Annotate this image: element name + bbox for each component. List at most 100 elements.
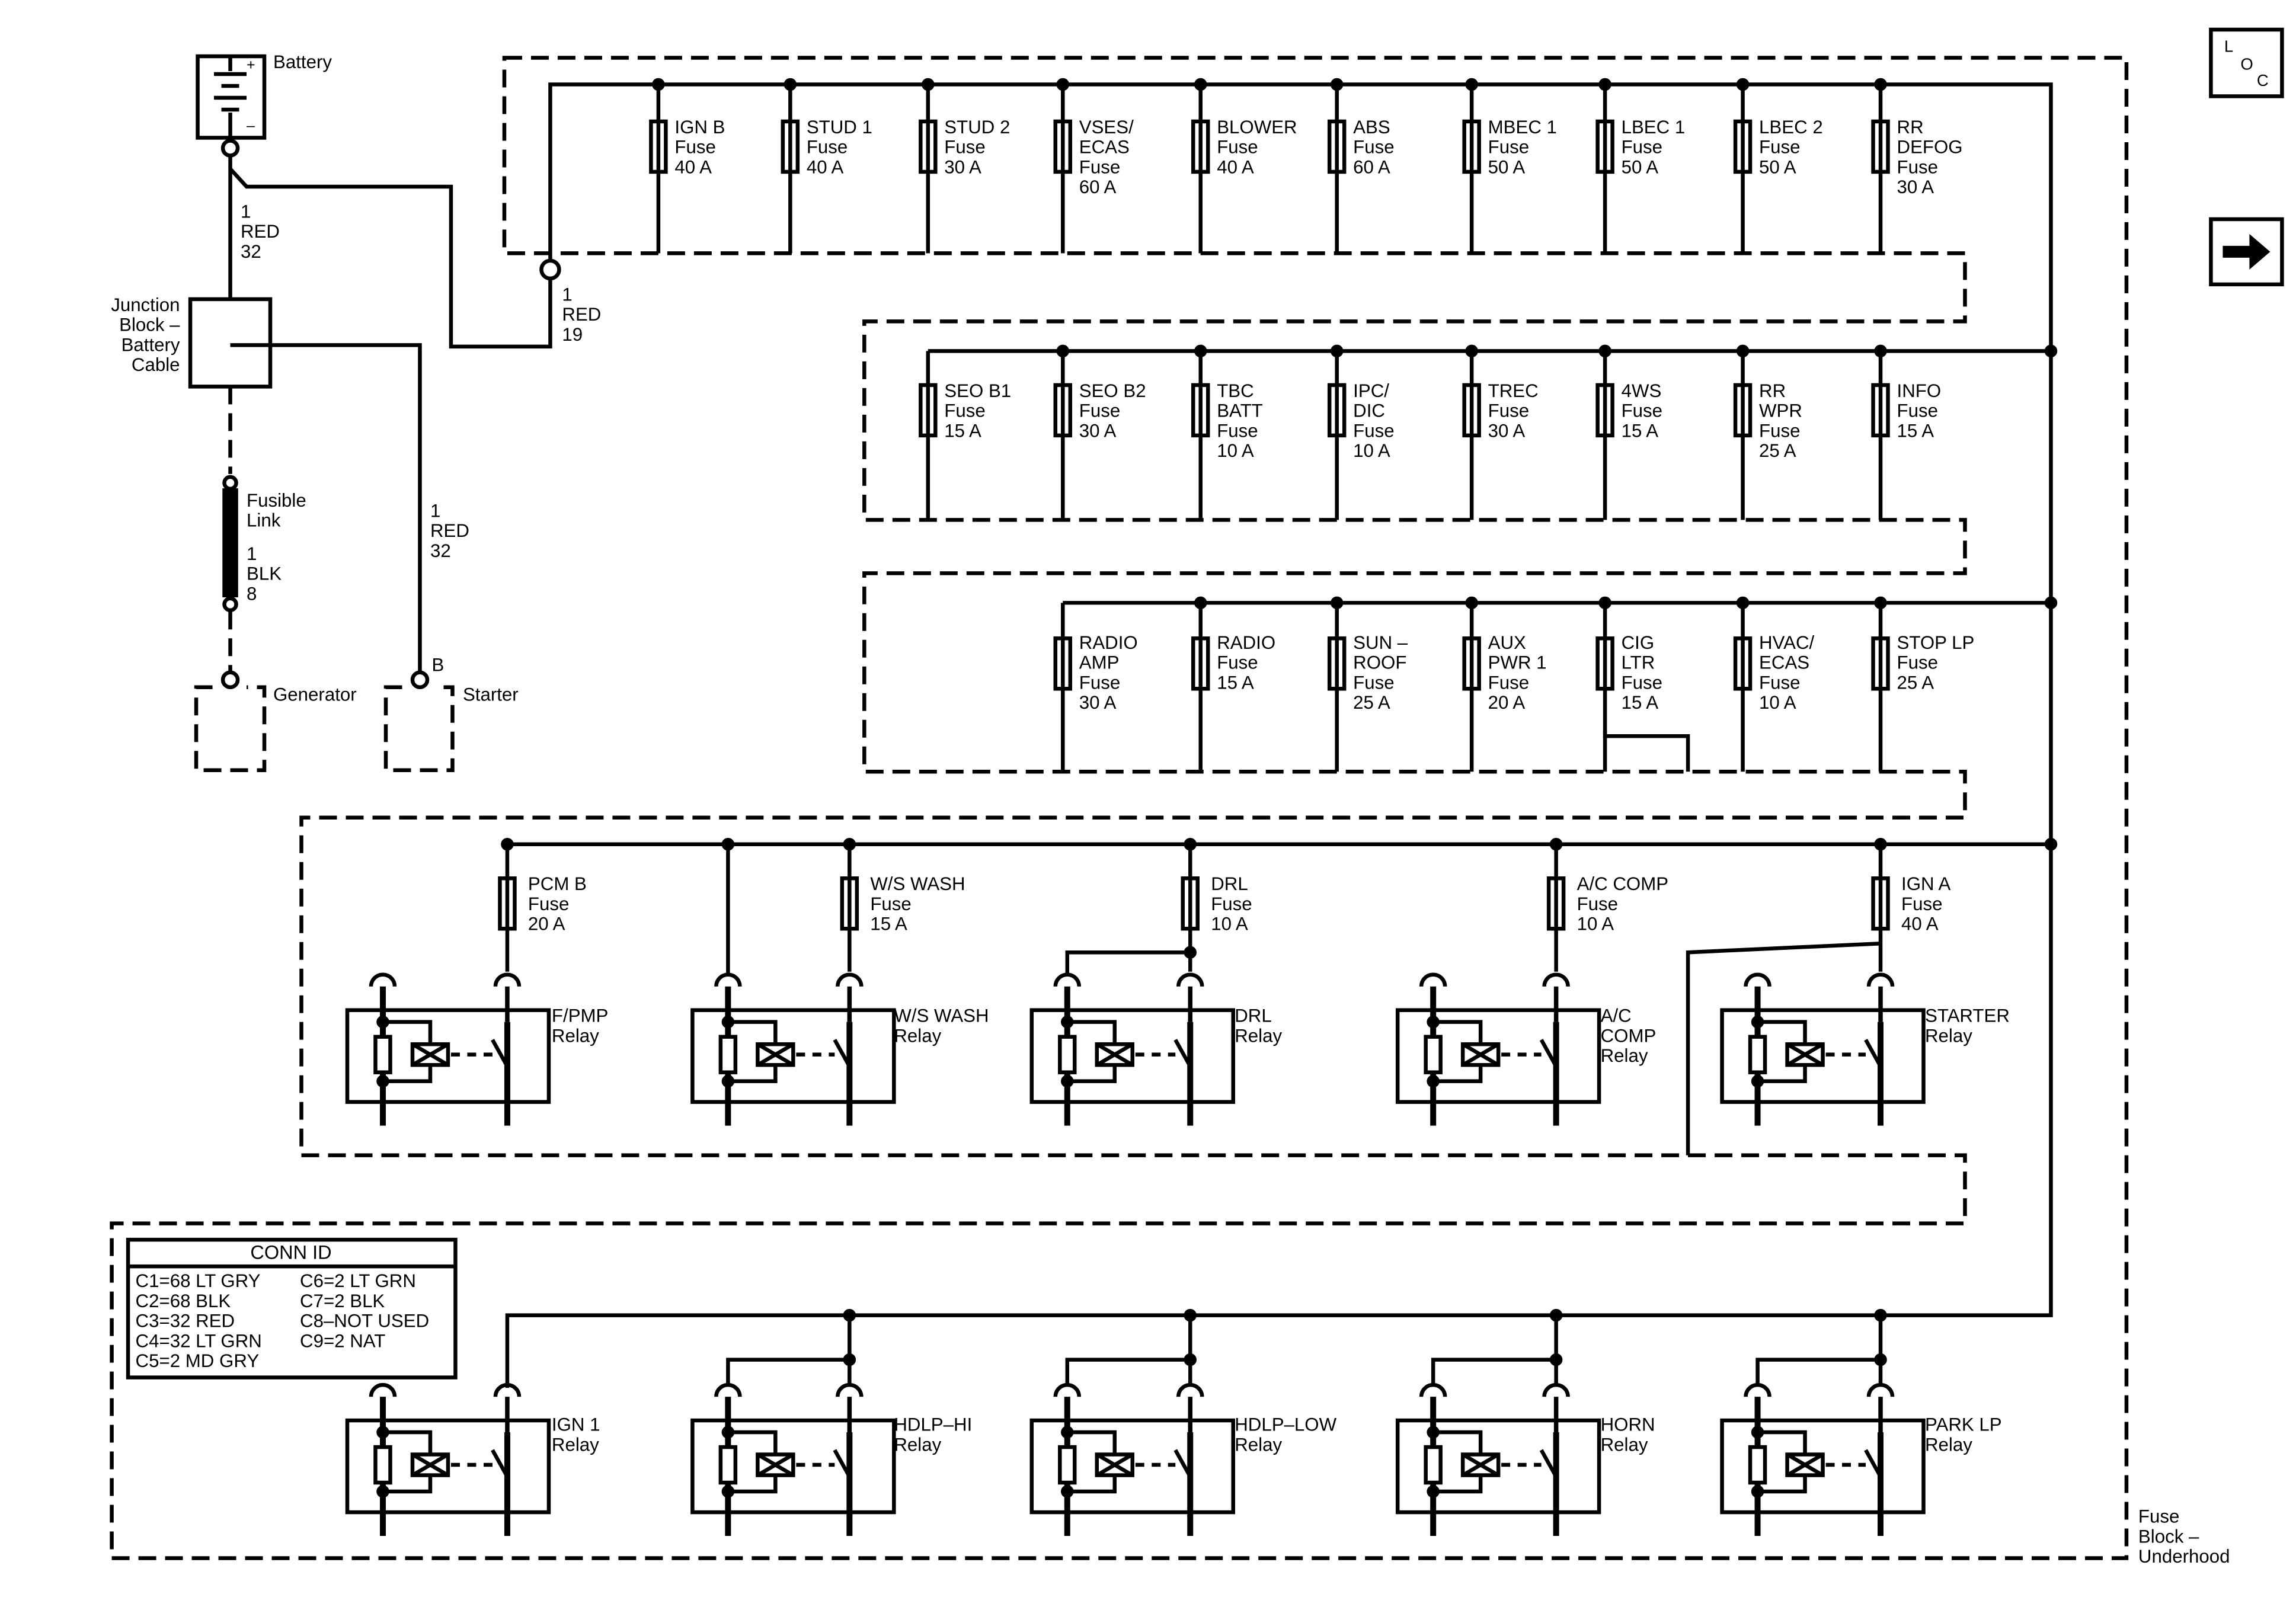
relay-dot (376, 1485, 389, 1498)
relay-resistor (1748, 1445, 1767, 1485)
fuse-label: AMP (1079, 652, 1120, 673)
relay-label: Relay (552, 1025, 599, 1046)
relay-terminal (1866, 972, 1895, 987)
relay-label: Relay (1601, 1434, 1648, 1455)
fuse-label: Fuse (807, 137, 848, 158)
starter-terminal-label: B (431, 654, 444, 675)
relay-dot (1751, 1074, 1764, 1088)
fuse-label: VSES/ (1079, 117, 1134, 137)
fuse-label: DEFOG (1897, 137, 1963, 158)
fuse-label: 60 A (1353, 156, 1390, 177)
fuse-label: Fuse (1488, 137, 1529, 158)
battery-label: Battery (273, 52, 332, 72)
relay-terminal (1176, 972, 1204, 987)
fuse-label: ECAS (1759, 652, 1809, 673)
fuse-label: ABS (1353, 117, 1390, 137)
relay-label: PARK LP (1925, 1414, 2002, 1435)
relay-dot (1427, 1015, 1440, 1029)
wire-label: 8 (247, 583, 257, 604)
loc-letter: C (2257, 71, 2269, 89)
relay-dot (376, 1074, 389, 1088)
relay-dot (1751, 1015, 1764, 1029)
fuse-label: MBEC 1 (1488, 117, 1557, 137)
conn-id-entry: C1=68 LT GRY (136, 1270, 261, 1291)
relay-row2-2-box (1029, 1418, 1235, 1515)
relay-fuse-label: Fuse (1901, 894, 1942, 914)
junction-block-label: Block – (119, 315, 180, 335)
relay-label: HORN (1601, 1414, 1655, 1435)
fuse-label: 30 A (1079, 420, 1117, 441)
relay-fuse-label: Fuse (870, 894, 911, 914)
relay-resistor (1748, 1035, 1767, 1074)
conn-id-entry: C4=32 LT GRN (136, 1330, 262, 1351)
relay-label: HDLP–LOW (1235, 1414, 1336, 1435)
wire-label: 1 (430, 500, 440, 521)
relay-label: IGN 1 (552, 1414, 600, 1435)
relay-dot (1427, 1426, 1440, 1439)
relay-label: W/S WASH (894, 1006, 989, 1026)
loc-icon[interactable] (2209, 27, 2284, 98)
relay-label: Relay (552, 1434, 599, 1455)
conn-id-entry: C5=2 MD GRY (136, 1350, 260, 1371)
relay-dot (721, 1485, 735, 1498)
fuse-label: 50 A (1488, 156, 1526, 177)
generator-outline (194, 685, 267, 773)
relay-row2-3-box (1395, 1418, 1601, 1515)
relay-label: STARTER (1925, 1006, 2010, 1026)
relay-resistor (718, 1445, 738, 1485)
relay-dot (1061, 1485, 1074, 1498)
fuse-label: 60 A (1079, 177, 1117, 197)
fuse-label: 25 A (1759, 440, 1796, 461)
conn-id-table (126, 1237, 458, 1379)
junction-to-starter-wire (230, 343, 422, 671)
wire-label: RED (241, 221, 280, 242)
relay-1-box (690, 1008, 896, 1104)
relay-terminal (1866, 1382, 1895, 1397)
relay-terminal (1053, 972, 1082, 987)
relay-resistor (1424, 1445, 1443, 1485)
fuse-label: Fuse (1622, 401, 1662, 421)
relay-fuse-label: IGN A (1901, 873, 1950, 894)
fuse-block-connector (539, 258, 561, 281)
relay-resistor (1058, 1035, 1077, 1074)
conn-id-entry: C3=32 RED (136, 1311, 235, 1331)
fuse-label: STUD 1 (807, 117, 872, 137)
fuse-label: Fuse (1353, 420, 1394, 441)
fuse-label: Fuse (1217, 652, 1258, 673)
relay-2-box (1029, 1008, 1235, 1104)
fuse-label: 25 A (1353, 692, 1390, 713)
fuse-label: Fuse (1079, 401, 1120, 421)
wire-label: 1 (241, 201, 251, 222)
relay-label: Relay (1235, 1025, 1282, 1046)
relay-row2-1-box (690, 1418, 896, 1515)
relay-terminal (493, 1382, 522, 1397)
fusible-link-label: Fusible (247, 490, 306, 511)
relay-resistor (718, 1035, 738, 1074)
fuse-label: Fuse (1079, 156, 1120, 177)
fuse-label: STOP LP (1897, 632, 1975, 653)
relay-dot (1061, 1426, 1074, 1439)
relay-dot (721, 1074, 735, 1088)
fuse-label: Fuse (1897, 156, 1938, 177)
wire-label: 1 (562, 284, 572, 305)
relay-label: HDLP–HI (894, 1414, 972, 1435)
fuse-label: SEO B2 (1079, 380, 1146, 401)
fuse-label: 25 A (1897, 672, 1934, 693)
fuse-label: Fuse (1217, 137, 1258, 158)
relay-fuse-label: 40 A (1901, 914, 1939, 934)
relay-label: COMP (1601, 1025, 1657, 1046)
fuse-label: Fuse (1897, 401, 1938, 421)
fuse-label: 10 A (1353, 440, 1390, 461)
fuse-label: ECAS (1079, 137, 1130, 158)
fuse-label: 15 A (1897, 420, 1934, 441)
battery-to-fuse-block-wire (229, 167, 552, 349)
wire-label: 32 (241, 241, 261, 262)
next-page-button[interactable] (2209, 217, 2284, 287)
relay-terminal (1419, 972, 1447, 987)
wire-label: RED (430, 520, 469, 541)
relay-label: Relay (894, 1434, 941, 1455)
relay-dot (721, 1015, 735, 1029)
fuse-label: RADIO (1217, 632, 1275, 653)
relay-dot (1061, 1074, 1074, 1088)
